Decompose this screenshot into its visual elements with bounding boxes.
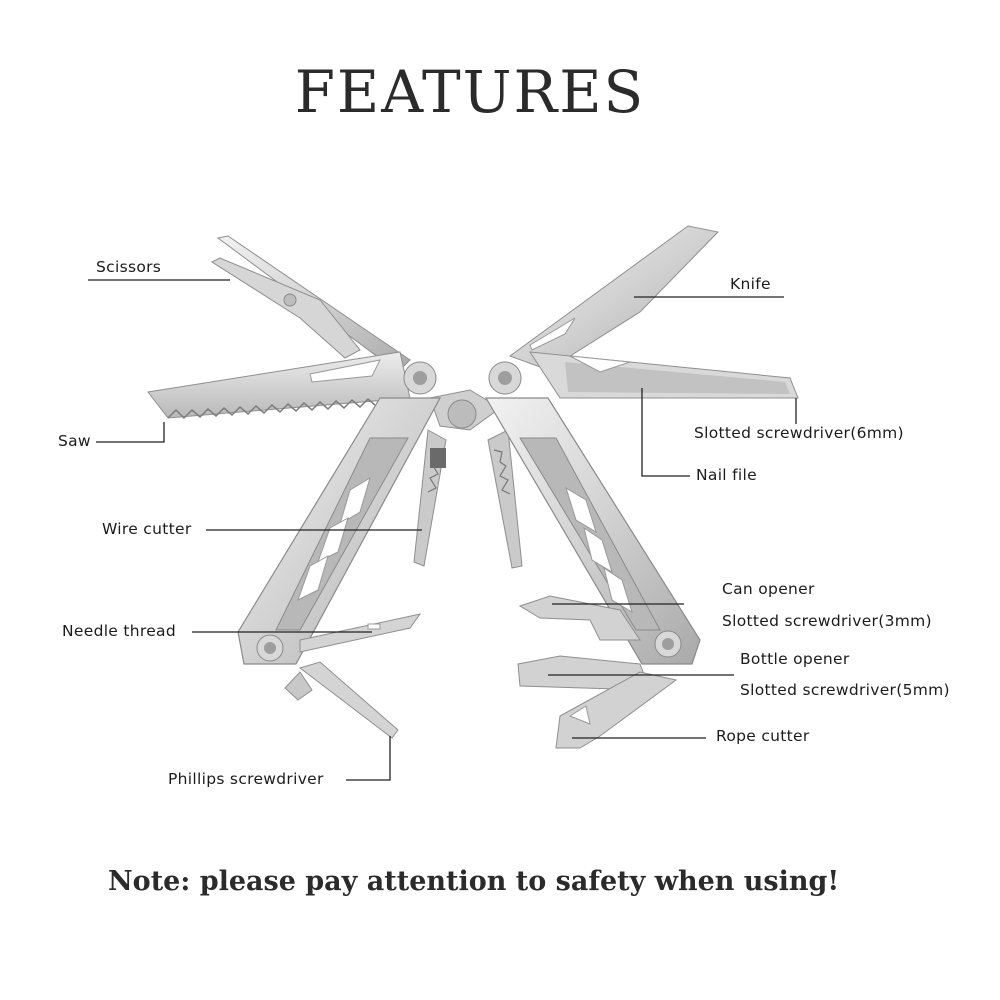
label-rope-cutter: Rope cutter <box>716 727 810 745</box>
label-phillips-screwdriver: Phillips screwdriver <box>168 770 324 788</box>
label-nail-file: Nail file <box>696 466 757 484</box>
right-handle <box>484 361 701 665</box>
leader-nail-file <box>641 388 690 477</box>
left-handle <box>237 361 442 665</box>
label-wire-cutter: Wire cutter <box>102 520 192 538</box>
needle-thread-tool <box>299 613 422 653</box>
rope-cutter-tool <box>555 671 678 749</box>
leader-phillips <box>346 736 391 781</box>
label-knife: Knife <box>730 275 771 293</box>
leader-lines <box>88 279 797 781</box>
nail-file-tool <box>529 351 799 399</box>
label-saw: Saw <box>58 432 91 450</box>
can-opener-tool <box>518 595 641 641</box>
safety-note: Note: please pay attention to safety whe… <box>108 866 840 897</box>
saw-tool <box>147 351 411 420</box>
label-slotted-3mm: Slotted screwdriver(3mm) <box>722 612 932 630</box>
label-can-opener: Can opener <box>722 580 815 598</box>
scissors-tool <box>210 235 411 373</box>
label-slotted-6mm: Slotted screwdriver(6mm) <box>694 424 904 442</box>
pliers-jaws <box>413 389 523 569</box>
phillips-screwdriver-tool <box>284 661 399 739</box>
label-needle-thread: Needle thread <box>62 622 176 640</box>
label-bottle-opener: Bottle opener <box>740 650 850 668</box>
leader-saw <box>96 422 165 443</box>
label-slotted-5mm: Slotted screwdriver(5mm) <box>740 681 950 699</box>
label-scissors: Scissors <box>96 258 162 276</box>
page-title: FEATURES <box>294 58 646 126</box>
knife-tool <box>508 225 720 371</box>
